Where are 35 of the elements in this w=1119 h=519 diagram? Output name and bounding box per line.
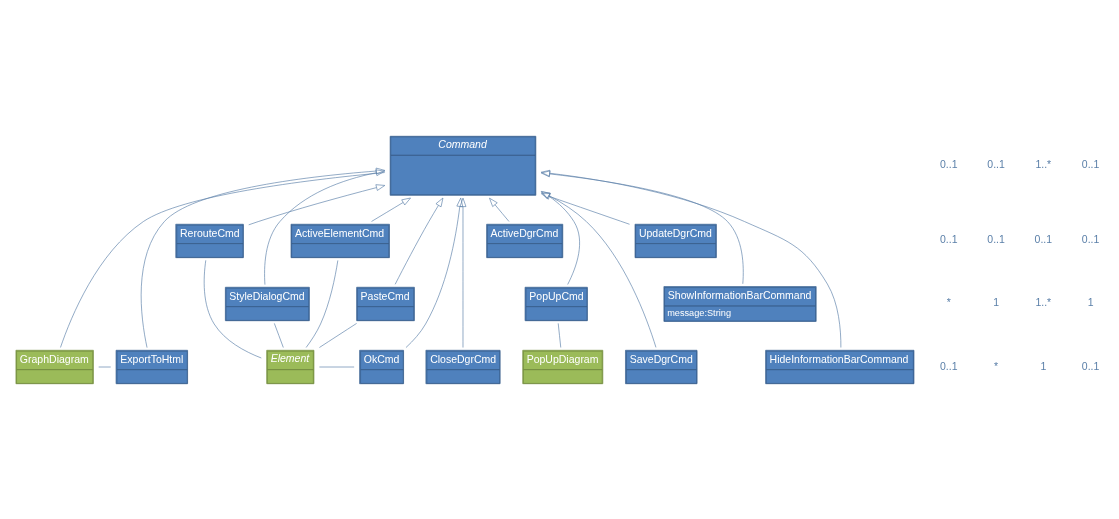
label: 0..1 [1081,157,1100,170]
connector [557,322,562,348]
connector [60,171,386,348]
label: 0..1 [987,232,1005,245]
label: 0..1 [940,157,958,170]
label: 0..1 [1081,359,1100,371]
connector [305,259,339,348]
arrow [541,191,657,348]
arrow [540,192,630,225]
connector [319,322,357,348]
label: 0..1 [940,359,958,371]
arrow [264,168,386,285]
arrow [459,197,467,348]
arrow [405,197,464,348]
label: 1..* [1035,157,1052,170]
label: * [994,359,999,371]
label: 1 [1040,359,1047,371]
arrow [371,197,411,222]
arrow [540,169,842,348]
label: 1..* [1035,295,1052,308]
arrow [541,190,580,285]
label: * [946,295,951,308]
label: 1 [993,295,999,308]
arrow [248,183,386,225]
label: 0..1 [1034,232,1053,245]
connector [274,322,284,348]
arrow [140,167,386,348]
arrow [489,197,510,222]
arrow [540,170,744,284]
connector [203,259,262,358]
label: 0..1 [940,232,958,245]
label: 1 [1087,295,1094,308]
arrow [394,197,444,285]
label: 0..1 [1081,232,1100,245]
label: 0..1 [987,157,1005,170]
